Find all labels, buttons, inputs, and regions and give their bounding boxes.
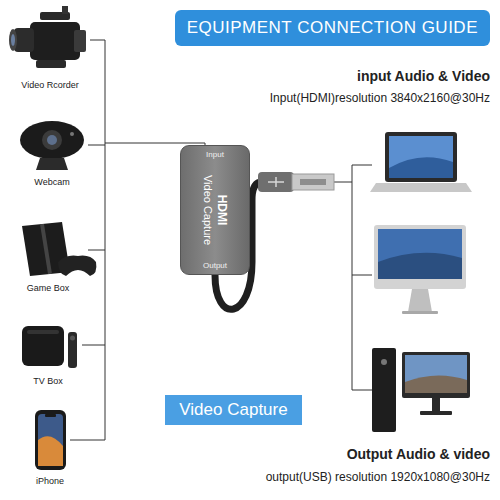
tv-box-icon-part: [68, 332, 77, 368]
box-text: Video Capture: [179, 400, 287, 420]
title-banner: EQUIPMENT CONNECTION GUIDE: [175, 10, 490, 46]
tv-box-icon: [22, 326, 77, 368]
desktop-pc-icon-part: [420, 411, 452, 415]
input-bracket-part: [70, 440, 105, 441]
desktop-monitor-icon-part: [378, 229, 462, 279]
desktop-pc-icon-part: [432, 398, 440, 412]
output-bracket-part: [352, 165, 372, 166]
desktop-monitor-icon-part: [408, 289, 432, 312]
port-label: Input: [181, 150, 249, 159]
camcorder-icon-part: [30, 22, 80, 60]
title-text: EQUIPMENT CONNECTION GUIDE: [187, 18, 478, 38]
device-name: Game Box: [27, 283, 70, 293]
camcorder-icon: [9, 6, 86, 68]
camcorder-icon-part: [11, 34, 15, 46]
desktop-pc-icon-part: [405, 375, 467, 393]
game-console-icon: [22, 222, 96, 276]
laptop-icon-part: [389, 136, 453, 178]
game-console-icon-part: [58, 256, 96, 276]
device-name: Video Rcorder: [21, 80, 78, 90]
camcorder-icon-part: [74, 30, 86, 52]
input-bracket-part: [88, 145, 105, 146]
camcorder-icon-part: [9, 29, 17, 51]
phone-icon-part: [45, 414, 56, 417]
input-bracket-part: [105, 40, 106, 440]
desktop-monitor-icon-part: [374, 225, 466, 289]
phone-icon-part: [38, 414, 63, 466]
phone-icon-part: [38, 436, 63, 466]
webcam-icon-part: [70, 132, 74, 136]
webcam-icon: [20, 121, 84, 170]
tv-box-icon-part: [70, 336, 75, 341]
input-bracket-part: [90, 40, 105, 41]
desktop-monitor-icon-part: [378, 253, 462, 279]
desktop-monitor-icon: [374, 225, 466, 314]
device-name: iPhone: [36, 476, 64, 486]
device-name: TV Box: [33, 376, 63, 386]
device-name: Webcam: [34, 177, 69, 187]
webcam-icon-part: [42, 130, 62, 150]
output-bracket-part: [352, 165, 353, 390]
phone-icon: [35, 410, 66, 470]
spec-note: output(USB) resolution 1920x1080@30Hz: [266, 470, 490, 484]
section-heading: Output Audio & video: [347, 446, 490, 462]
desktop-pc-icon-part: [402, 352, 470, 398]
output-bracket: [334, 165, 372, 390]
laptop-icon-part: [370, 183, 472, 192]
laptop-icon-part: [385, 132, 457, 182]
output-bracket-part: [334, 182, 352, 183]
device-label: HDMIVideo Capture: [202, 175, 228, 245]
webcam-icon-part: [36, 158, 68, 170]
camcorder-icon-part: [62, 6, 68, 14]
laptop-icon: [370, 132, 472, 192]
webcam-icon-part: [20, 121, 84, 159]
capture-cable-part: [292, 174, 334, 190]
camcorder-icon-part: [36, 60, 66, 68]
laptop-icon-part: [389, 157, 453, 178]
output-bracket-part: [352, 390, 372, 391]
port-label: Output: [181, 261, 249, 270]
spec-note: Input(HDMI)resolution 3840x2160@30Hz: [270, 91, 490, 105]
webcam-icon-part: [47, 135, 57, 145]
desktop-pc-icon-part: [372, 348, 396, 432]
desktop-pc-icon-part: [381, 359, 387, 365]
capture-cable-part: [268, 177, 284, 187]
game-console-icon-part: [40, 224, 52, 274]
capture-cable-part: [300, 179, 326, 185]
capture-device: InputOutput HDMIVideo Capture: [180, 145, 250, 275]
desktop-monitor-icon-part: [402, 311, 438, 314]
caption-box: Video Capture: [165, 395, 302, 425]
output-bracket-part: [352, 275, 372, 276]
phone-icon-part: [35, 410, 66, 470]
tv-box-icon-part: [22, 326, 64, 366]
capture-cable-part: [258, 172, 294, 192]
input-bracket-part: [88, 250, 105, 251]
tv-box-icon-part: [27, 330, 59, 334]
device-text: HDMI: [214, 175, 228, 245]
device-text: Video Capture: [202, 175, 215, 245]
desktop-pc-icon: [372, 348, 470, 432]
desktop-pc-icon-part: [405, 355, 467, 393]
section-heading: input Audio & Video: [357, 68, 490, 84]
input-bracket-part: [82, 345, 105, 346]
